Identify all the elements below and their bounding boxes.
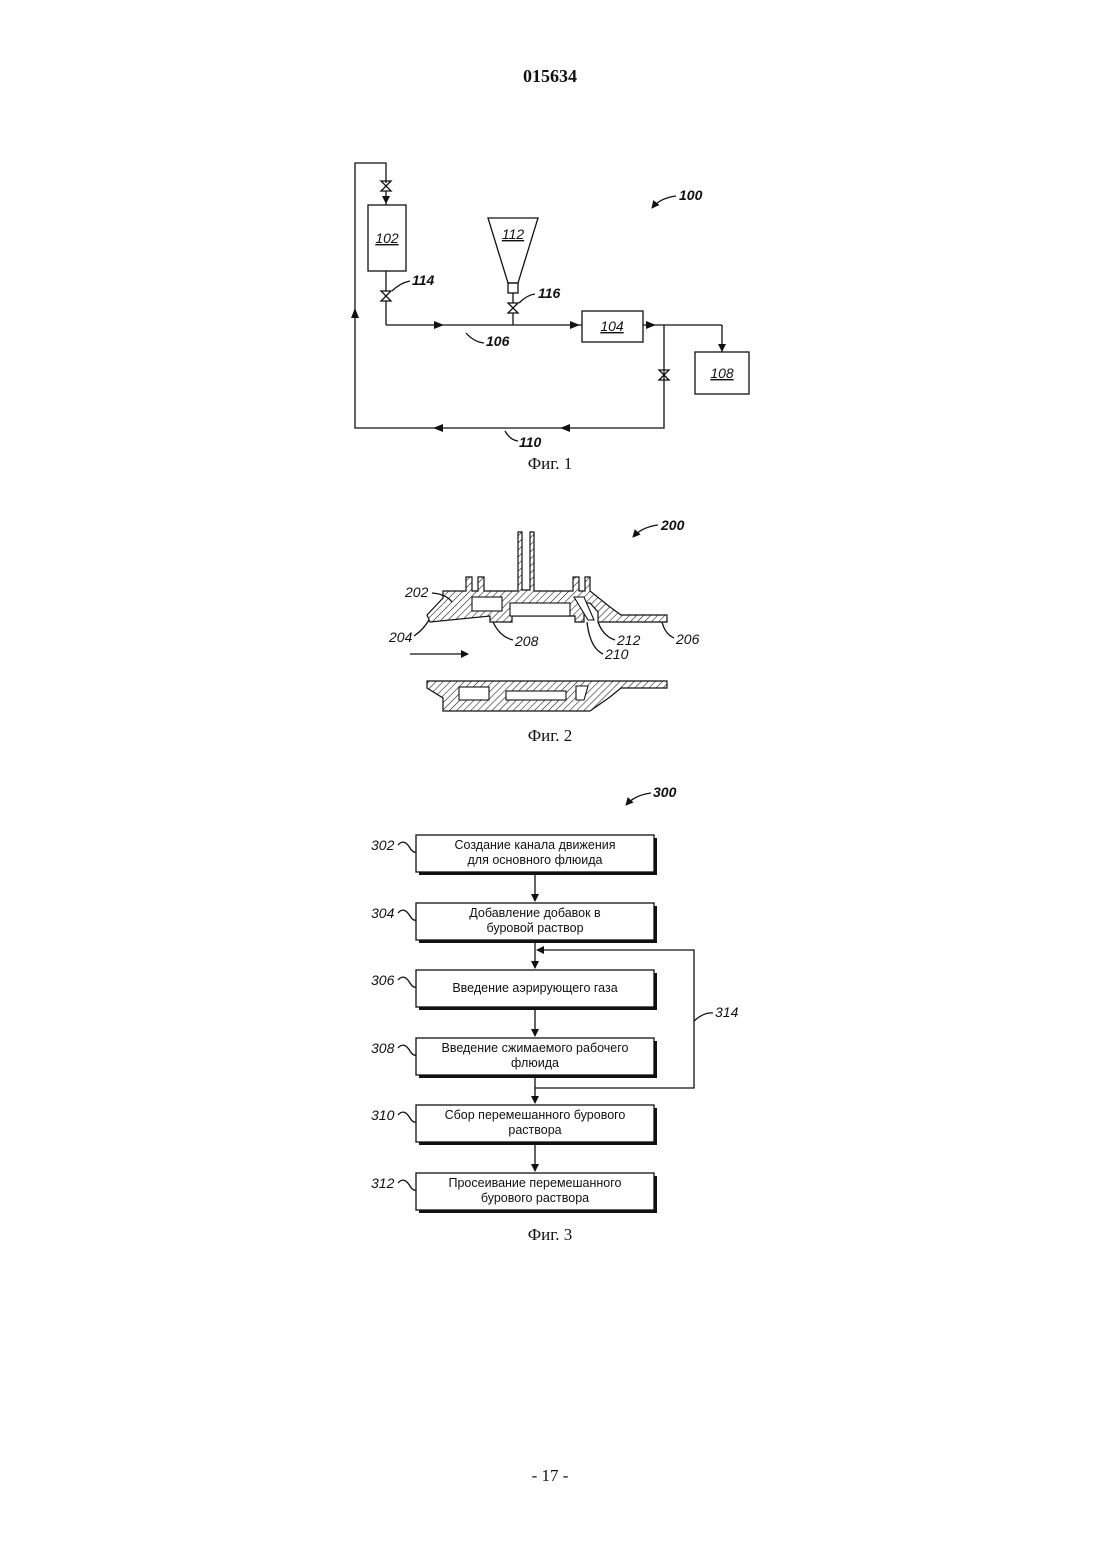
step-id: 310: [371, 1107, 395, 1123]
step-text: для основного флюида: [468, 853, 603, 867]
tank-label: 102: [375, 230, 399, 246]
mixer-label: 104: [600, 318, 624, 334]
return-label: 110: [519, 434, 542, 450]
label-206: 206: [675, 631, 700, 647]
step-id: 306: [371, 972, 395, 988]
flow-step: Введение сжимаемого рабочего флюида 308: [371, 1038, 657, 1078]
flow-step: Создание канала движения для основного ф…: [371, 835, 657, 875]
step-text: Введение аэрирующего газа: [452, 981, 617, 995]
fig3-caption: Фиг. 3: [528, 1225, 573, 1244]
valve-icon: [508, 303, 518, 313]
label-202: 202: [404, 584, 429, 600]
step-text: Добавление добавок в: [469, 906, 601, 920]
step-id: 312: [371, 1175, 395, 1191]
flow-arrow: [351, 308, 359, 318]
flow-arrow: [560, 424, 570, 432]
step-id: 302: [371, 837, 395, 853]
label-208: 208: [514, 633, 539, 649]
page-number: - 17 -: [0, 1466, 1100, 1486]
return-line-110: [355, 163, 664, 428]
valve-tank-label: 114: [412, 272, 435, 288]
flow-step: Просеивание перемешанного бурового раств…: [371, 1173, 657, 1213]
step-id: 304: [371, 905, 395, 921]
fig2-ref: 200: [660, 517, 685, 533]
step-text: Сбор перемешанного бурового: [445, 1108, 626, 1122]
fig3-ref: 300: [653, 784, 677, 800]
figure-3: 300 Создание канала движения для основно…: [371, 784, 739, 1244]
step-text: бурового раствора: [481, 1191, 589, 1205]
step-text: Создание канала движения: [454, 838, 615, 852]
label-210: 210: [604, 646, 629, 662]
screen-label: 108: [710, 365, 734, 381]
line-label: 106: [486, 333, 510, 349]
fig2-caption: Фиг. 2: [528, 726, 573, 745]
step-id: 308: [371, 1040, 395, 1056]
flow-step: Добавление добавок в буровой раствор 304: [371, 903, 657, 943]
step-text: раствора: [508, 1123, 561, 1137]
label-212: 212: [616, 632, 641, 648]
loop-label: 314: [715, 1004, 739, 1020]
flow-arrow: [433, 424, 443, 432]
fig1-ref: 100: [679, 187, 703, 203]
valve-icon: [381, 291, 391, 301]
fig1-caption: Фиг. 1: [528, 454, 573, 473]
valve-hopper-label: 116: [538, 285, 561, 301]
figure-1: 102 114 106 112 116: [351, 163, 749, 473]
figure-2: 202 204 208 210 212 206 200 Фиг. 2: [388, 517, 700, 745]
label-204: 204: [388, 629, 413, 645]
step-text: флюида: [511, 1056, 559, 1070]
flow-step: Введение аэрирующего газа 306: [371, 970, 657, 1010]
step-text: Просеивание перемешанного: [449, 1176, 622, 1190]
step-text: буровой раствор: [486, 921, 583, 935]
flow-step: Сбор перемешанного бурового раствора 310: [371, 1105, 657, 1145]
step-text: Введение сжимаемого рабочего: [442, 1041, 629, 1055]
hopper-label: 112: [502, 226, 525, 242]
